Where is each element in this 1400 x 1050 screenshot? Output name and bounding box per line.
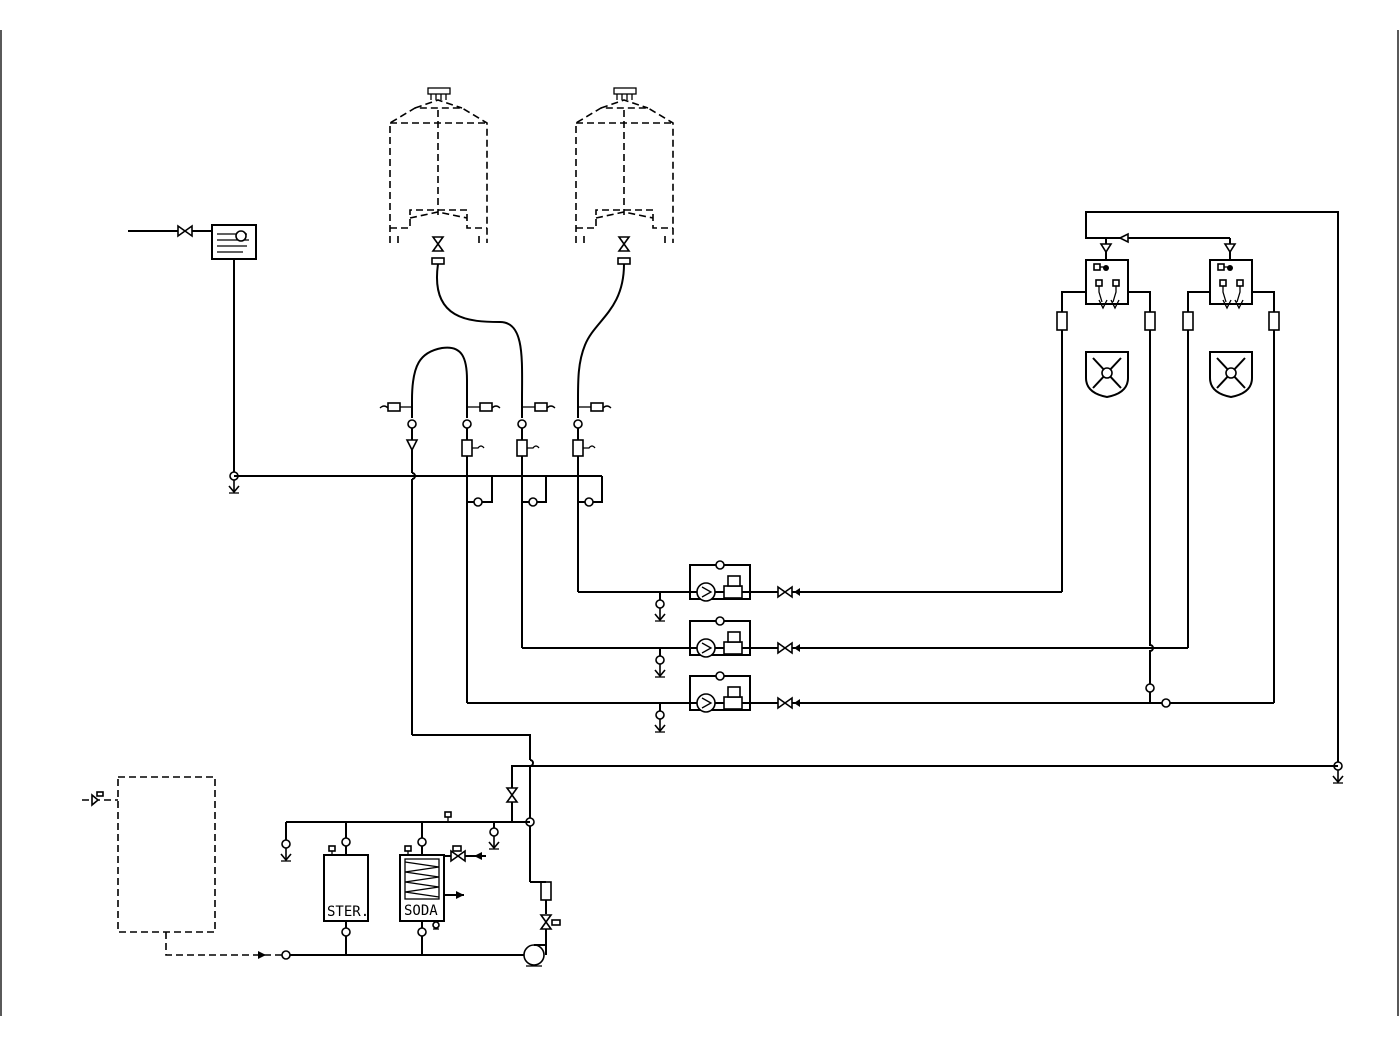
pump-icon[interactable]: [696, 582, 716, 602]
water-inlet: [128, 225, 212, 237]
hose-loop: [411, 346, 468, 401]
cip-return-line: [412, 734, 1338, 882]
sight-glass-icon: [1144, 311, 1156, 331]
cip-pump-icon[interactable]: [523, 944, 545, 966]
pump-line-2: [522, 616, 1188, 678]
cooler-2: [1182, 243, 1280, 703]
water-inlet-valve[interactable]: [177, 225, 193, 237]
fan-icon: [1085, 351, 1129, 399]
branch-2: [461, 400, 501, 703]
hose-tank-2: [577, 263, 625, 401]
pump-line-1-valve[interactable]: [777, 586, 793, 598]
return-loop: [1085, 211, 1339, 765]
soda-label: SODA: [404, 903, 438, 919]
cip-pump-line: [281, 881, 561, 967]
fermentation-tank-1: [389, 87, 488, 265]
sight-glass-icon: [1182, 311, 1194, 331]
float-tank: [211, 224, 257, 260]
pump-line-3-valve[interactable]: [777, 697, 793, 709]
sight-glass-icon: [1268, 311, 1280, 331]
tank-2-top-fittings: [613, 87, 637, 100]
check-valve-icon: [1099, 243, 1113, 254]
fermentation-tank-2: [575, 87, 674, 265]
external-unit-dashed: [82, 776, 282, 959]
tank-1-top-fittings: [427, 87, 451, 100]
drain-icon: [228, 479, 240, 494]
tank-2-outlet-valve[interactable]: [618, 236, 630, 252]
filter-icon: [540, 881, 552, 901]
steam-inlet-valve[interactable]: [450, 850, 466, 862]
branch-1: [379, 400, 419, 735]
branch-3: [516, 400, 556, 648]
pump-line-1: [578, 560, 1062, 622]
pump-line-3: [467, 671, 1274, 733]
sterilizer-tank: STER.: [323, 845, 369, 955]
pump-icon[interactable]: [696, 638, 716, 658]
tank-1-outlet-valve[interactable]: [432, 236, 444, 252]
fan-icon: [1209, 351, 1253, 399]
hose-tank-1: [435, 263, 524, 401]
cooler-1: [1056, 243, 1156, 703]
sight-glass-icon: [572, 439, 584, 457]
cip-supply-header: [280, 811, 530, 862]
manifold: [379, 400, 612, 735]
cip-pump-valve[interactable]: [540, 914, 552, 930]
check-valve-icon: [1223, 243, 1237, 254]
check-valve-icon: [405, 439, 419, 452]
sight-glass-icon: [516, 439, 528, 457]
sight-glass-icon: [461, 439, 473, 457]
soda-tank: SODA: [399, 845, 486, 955]
cip-bypass-valve[interactable]: [506, 787, 518, 803]
sight-glass-icon: [1056, 311, 1068, 331]
branch-4: [572, 400, 612, 592]
pump-icon[interactable]: [696, 693, 716, 713]
pump-line-2-valve[interactable]: [777, 642, 793, 654]
sterilizer-label: STER.: [327, 904, 369, 920]
